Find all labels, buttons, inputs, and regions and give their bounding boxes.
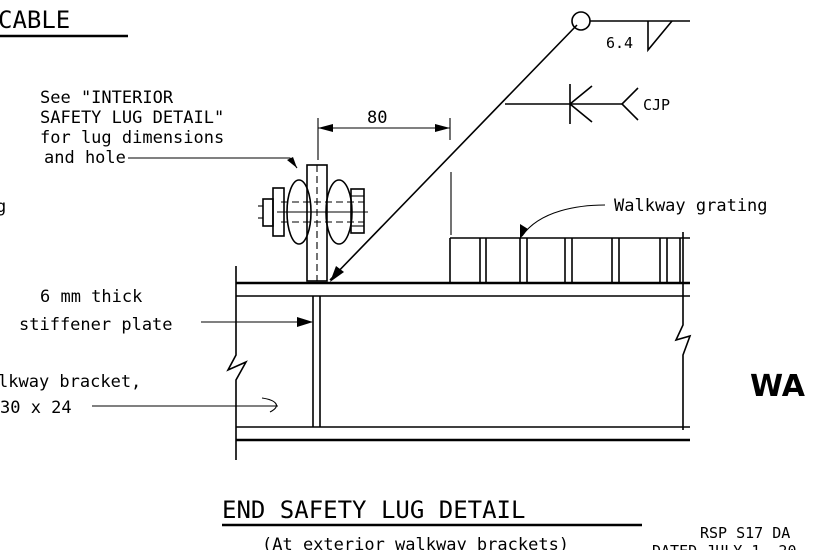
detail-subtitle: (At exterior walkway brackets)	[262, 535, 569, 550]
callout-leader	[128, 157, 298, 169]
bracket-label-line-1: lkway bracket,	[0, 372, 141, 392]
callout-line-3: for lug dimensions	[40, 128, 224, 148]
grating-arrowhead	[520, 224, 528, 239]
side-heading-fragment: WA	[750, 369, 806, 404]
stiffener-label-line-2: stiffener plate	[19, 315, 173, 335]
cjp-label: CJP	[643, 96, 670, 114]
lug-detail-callout: See "INTERIOR SAFETY LUG DETAIL" for lug…	[40, 88, 224, 168]
cjp-symbol	[569, 84, 593, 124]
callout-arrowhead	[287, 157, 297, 168]
callout-line-1: See "INTERIOR	[40, 88, 174, 108]
callout-line-2: SAFETY LUG DETAIL"	[40, 108, 224, 128]
stiffener-label-line-1: 6 mm thick	[40, 287, 142, 307]
cable-line	[329, 24, 578, 281]
detail-title: END SAFETY LUG DETAIL	[222, 496, 525, 524]
dimension-80: 80	[317, 108, 451, 160]
walkway-grating	[449, 237, 690, 283]
grating-leader	[521, 204, 606, 237]
walkway-grating-label: Walkway grating	[614, 196, 768, 216]
cjp-tail	[620, 87, 639, 121]
rsp-line: RSP S17 DA	[700, 524, 790, 542]
pin-nut	[350, 188, 365, 234]
walkway-bracket	[226, 232, 692, 460]
pin-head	[262, 198, 274, 227]
dated-line: DATED JULY 1, 20	[652, 542, 797, 550]
weld-size-label: 6.4	[606, 34, 633, 52]
pin-collar	[272, 187, 285, 237]
fillet-weld-symbol	[647, 20, 673, 53]
lug-assembly	[258, 164, 368, 282]
weld-all-around-circle	[571, 11, 591, 31]
left-fragment-g: g	[0, 197, 6, 217]
stiffener-arrowhead	[297, 317, 313, 327]
callout-line-4: and hole	[44, 148, 126, 168]
cable-title: CABLE	[0, 6, 70, 34]
dimension-80-label: 80	[367, 108, 387, 128]
bracket-label-line-2: 30 x 24	[0, 398, 72, 418]
bracket-leader-hook	[261, 397, 277, 413]
cable-arrowhead	[330, 266, 344, 282]
